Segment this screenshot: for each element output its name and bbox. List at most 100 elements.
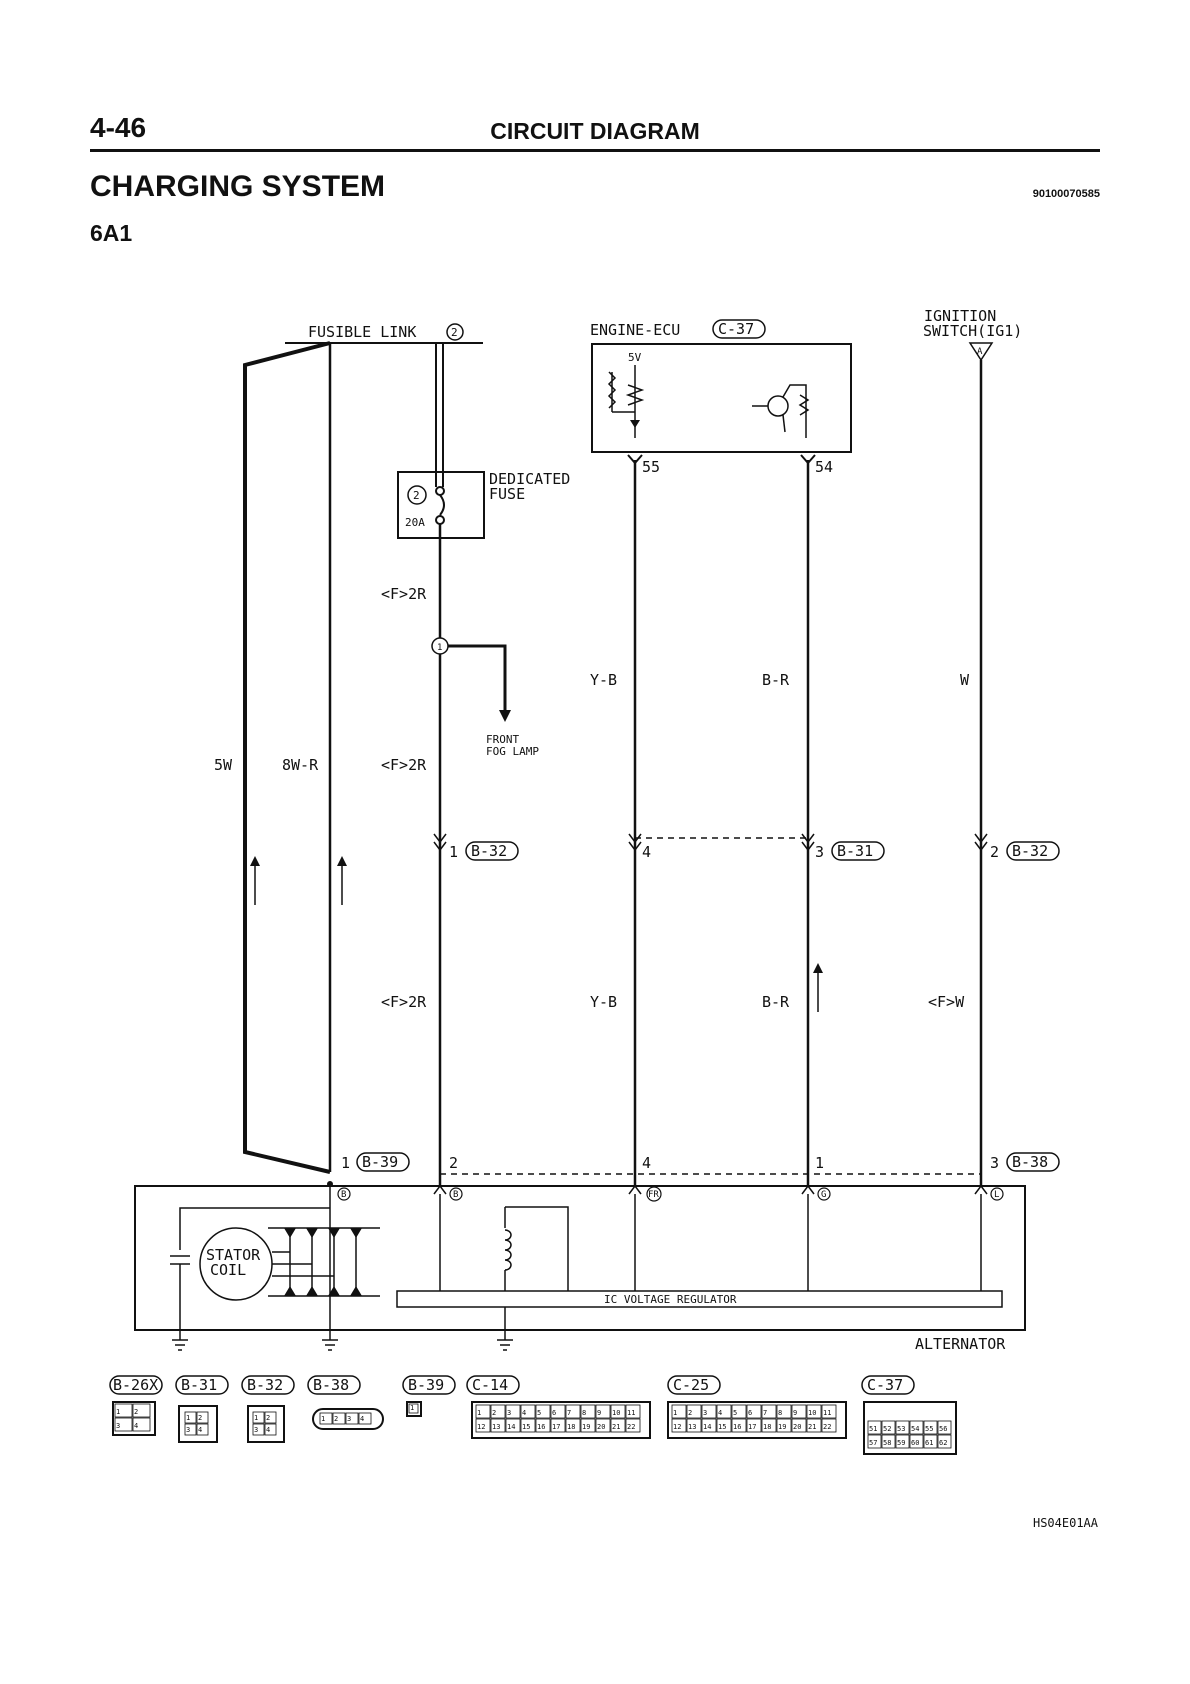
key-pin-cell — [867, 1434, 882, 1449]
key-b32-badge — [241, 1375, 295, 1395]
key-pin-number: 19 — [582, 1423, 590, 1431]
key-pin-number: 60 — [911, 1439, 919, 1447]
key-b31-name: B-31 — [181, 1376, 217, 1394]
wire-label-5w: 5W — [214, 756, 233, 774]
key-pin-cell — [345, 1412, 359, 1425]
ecu-pin-55: 55 — [642, 458, 660, 476]
key-pin-cell — [132, 1403, 151, 1418]
page-number: 4-46 — [90, 112, 147, 143]
term-l-circle — [990, 1187, 1004, 1201]
key-pin-cell — [550, 1404, 566, 1419]
term-fr: FR — [648, 1190, 659, 1200]
key-pin-cell — [671, 1404, 687, 1419]
key-pin-number: 62 — [939, 1439, 947, 1447]
key-pin-cell — [761, 1418, 777, 1433]
key-pin-number: 1 — [410, 1404, 414, 1412]
mark-b32-2 — [974, 833, 988, 852]
stator-coil-label-1: STATOR — [206, 1246, 261, 1264]
key-pin-number: 4 — [522, 1409, 526, 1417]
fusible-link-no: 2 — [451, 326, 458, 339]
fuse-element — [439, 494, 445, 516]
model-code: 6A1 — [90, 220, 133, 246]
key-pin-number: 12 — [477, 1423, 485, 1431]
conn-mid-4: B-32 — [1012, 842, 1048, 860]
key-pin-cell — [909, 1420, 924, 1435]
conn-alt-5-pin: 3 — [990, 1154, 999, 1172]
key-pin-number: 7 — [763, 1409, 767, 1417]
conn-alt-1-badge — [356, 1152, 410, 1172]
key-pin-number: 1 — [673, 1409, 677, 1417]
key-pin-number: 11 — [627, 1409, 635, 1417]
term-g: G — [821, 1190, 826, 1200]
term-fr-circle — [646, 1186, 662, 1202]
key-pin-cell — [565, 1404, 581, 1419]
key-pin-number: 15 — [718, 1423, 726, 1431]
term-b2-circle — [449, 1187, 463, 1201]
wire-label-b-r-2: B-R — [762, 993, 790, 1011]
ecu-resistor-2 — [625, 384, 645, 406]
junction-1-circle — [431, 637, 449, 655]
conn-mid-4-badge — [1006, 841, 1060, 861]
conn-mid-3-badge — [831, 841, 885, 861]
key-b39-box — [406, 1401, 422, 1417]
key-pin-cell — [184, 1411, 197, 1424]
key-pin-cell — [196, 1411, 209, 1424]
key-b39-badge — [402, 1375, 456, 1395]
key-pin-cell — [520, 1418, 536, 1433]
key-pin-cell — [196, 1423, 209, 1436]
key-pin-cell — [701, 1404, 717, 1419]
key-pin-cell — [881, 1420, 896, 1435]
wire-label-8w-r: 8W-R — [282, 756, 319, 774]
key-pin-cell — [746, 1418, 762, 1433]
term-b: B — [341, 1190, 346, 1200]
mark-b32-1 — [433, 833, 447, 852]
conn-alt-5: B-38 — [1012, 1153, 1048, 1171]
key-pin-number: 20 — [793, 1423, 801, 1431]
key-pin-cell — [264, 1411, 277, 1424]
ignition-switch-label-2: SWITCH(IG1) — [923, 322, 1022, 340]
dedicated-fuse-label-1: DEDICATED — [489, 470, 570, 488]
key-b32-name: B-32 — [247, 1376, 283, 1394]
key-pin-number: 3 — [703, 1409, 707, 1417]
key-pin-cell — [791, 1404, 807, 1419]
key-pin-cell — [895, 1434, 910, 1449]
key-pin-number: 2 — [134, 1408, 138, 1416]
key-pin-number: 2 — [266, 1414, 270, 1422]
stator-coil-label-2: COIL — [210, 1261, 246, 1279]
key-pin-number: 10 — [808, 1409, 816, 1417]
key-pin-number: 6 — [748, 1409, 752, 1417]
key-pin-number: 59 — [897, 1439, 905, 1447]
system-title: CHARGING SYSTEM — [90, 170, 386, 203]
key-pin-cell — [535, 1418, 551, 1433]
key-pin-cell — [505, 1404, 521, 1419]
key-pin-cell — [580, 1418, 596, 1433]
key-pin-cell — [716, 1404, 732, 1419]
wire-5w — [243, 341, 331, 1174]
conn-mid-2-pin: 4 — [642, 843, 651, 861]
key-pin-cell — [937, 1434, 952, 1449]
key-pin-cell — [408, 1403, 419, 1414]
arrowhead-5w — [250, 856, 260, 866]
alt-term-mark-4 — [628, 1184, 642, 1195]
key-pin-number: 4 — [134, 1422, 138, 1430]
key-pin-number: 4 — [266, 1426, 270, 1434]
key-b38-name: B-38 — [313, 1376, 349, 1394]
key-pin-cell — [686, 1418, 702, 1433]
ecu-emitter — [782, 414, 786, 433]
key-pin-number: 4 — [198, 1426, 202, 1434]
key-pin-cell — [671, 1418, 687, 1433]
conn-mid-1-pin: 1 — [449, 843, 458, 861]
fog-lamp-label-1: FRONT — [486, 733, 519, 746]
key-pin-cell — [881, 1434, 896, 1449]
key-b39-name: B-39 — [408, 1376, 444, 1394]
key-c25-box — [667, 1401, 847, 1439]
ecu-resistor-3 — [798, 394, 810, 416]
key-pin-number: 5 — [733, 1409, 737, 1417]
ground-symbol-2 — [322, 1339, 338, 1351]
key-pin-cell — [580, 1404, 596, 1419]
mark-4 — [628, 833, 642, 852]
conn-alt-3-pin: 4 — [642, 1154, 651, 1172]
key-pin-cell — [791, 1418, 807, 1433]
key-c14-name: C-14 — [472, 1376, 508, 1394]
key-pin-cell — [731, 1418, 747, 1433]
